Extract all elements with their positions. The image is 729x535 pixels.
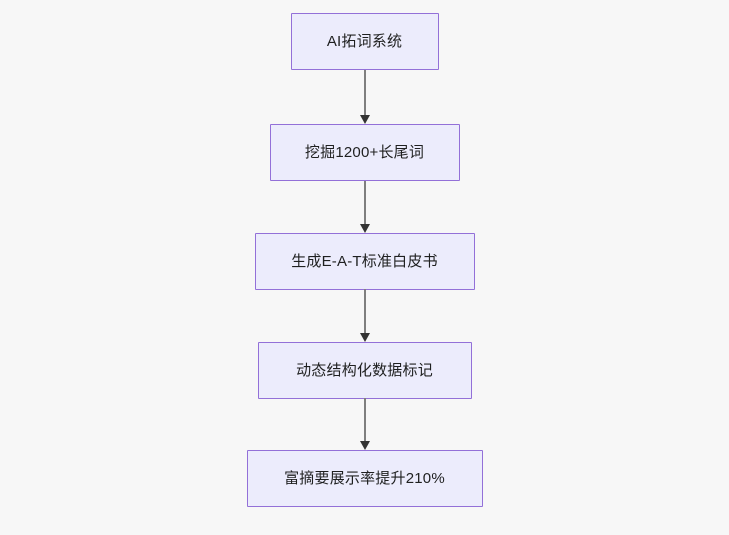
flowchart-edge-1-to-2 (359, 70, 371, 124)
flowchart-edge-2-to-3 (359, 181, 371, 233)
flowchart-node-3[interactable]: 生成E-A-T标准白皮书 (254, 233, 475, 290)
flowchart-node-1[interactable]: AI拓词系统 (290, 13, 439, 70)
flowchart-edge-3-to-4 (359, 289, 371, 342)
arrowhead-icon (359, 333, 370, 342)
edge-line (363, 398, 366, 441)
flowchart-node-1-label: AI拓词系统 (326, 33, 403, 50)
arrowhead-icon (359, 224, 370, 233)
flowchart-node-5[interactable]: 富摘要展示率提升210% (246, 450, 483, 507)
flowchart-node-2[interactable]: 挖掘1200+长尾词 (269, 124, 460, 181)
arrowhead-icon (359, 441, 370, 450)
flowchart-node-3-label: 生成E-A-T标准白皮书 (291, 253, 438, 270)
edge-line (363, 70, 366, 115)
arrowhead-icon (359, 115, 370, 124)
edge-line (363, 181, 366, 224)
flowchart-node-2-label: 挖掘1200+长尾词 (304, 144, 425, 161)
flowchart-edge-4-to-5 (359, 398, 371, 450)
flowchart-node-4-label: 动态结构化数据标记 (296, 362, 433, 379)
flowchart-node-5-label: 富摘要展示率提升210% (284, 470, 445, 487)
edge-line (363, 289, 366, 333)
flowchart-node-4[interactable]: 动态结构化数据标记 (257, 342, 472, 399)
